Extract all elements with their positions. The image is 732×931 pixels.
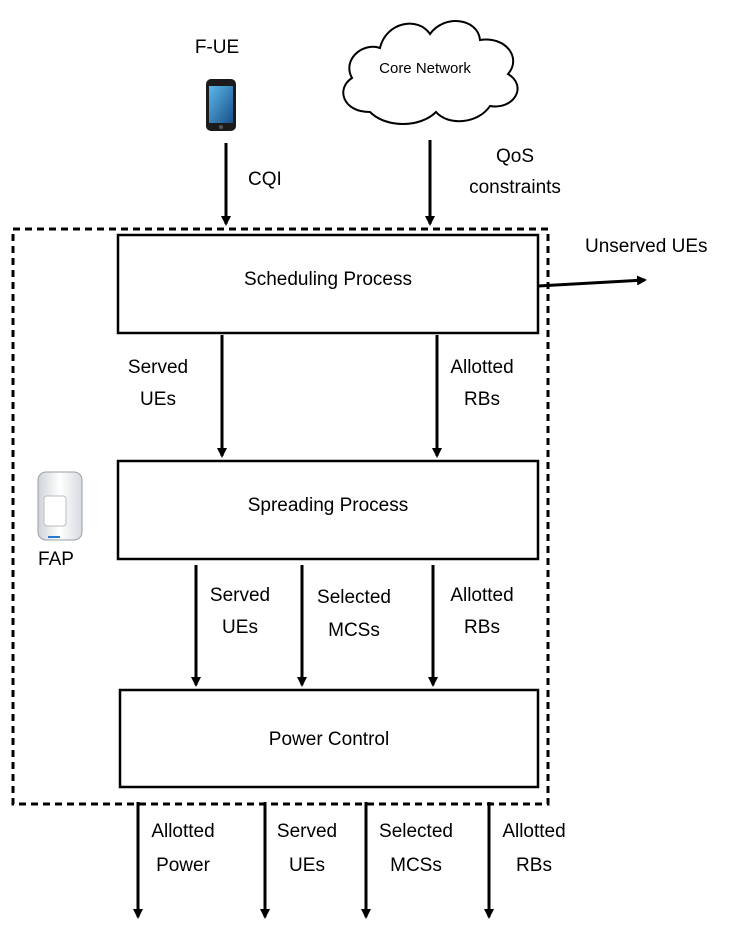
- sched-served-line2: UEs: [140, 389, 176, 410]
- out-power-line1: Allotted: [151, 821, 214, 842]
- out-rbs-line2: RBs: [516, 855, 552, 876]
- scheduling-process-label: Scheduling Process: [244, 269, 412, 290]
- power-control-block: [118, 688, 540, 789]
- fap-boundary: [11, 227, 550, 806]
- cloud-icon: [342, 20, 519, 125]
- out-rbs-line1: Allotted: [502, 821, 565, 842]
- out-ues-line1: Served: [277, 821, 337, 842]
- core-network-label: Core Network: [379, 60, 471, 77]
- spread-allotted-line2: RBs: [464, 617, 500, 638]
- unserved-label: Unserved UEs: [585, 236, 708, 257]
- scheduling-process-block: [116, 233, 540, 335]
- out-power-line2: Power: [156, 855, 211, 876]
- out-ues-line2: UEs: [289, 855, 325, 876]
- power-control-label: Power Control: [269, 729, 389, 750]
- unserved-arrow: [537, 275, 647, 288]
- qos-label-line2: constraints: [469, 177, 561, 198]
- out-mcs-line1: Selected: [379, 821, 453, 842]
- spreading-process-label: Spreading Process: [248, 495, 409, 516]
- qos-label-line1: QoS: [496, 146, 534, 167]
- sched-served-line1: Served: [128, 357, 188, 378]
- spread-mcs-line1: Selected: [317, 587, 391, 608]
- fap-label: FAP: [38, 549, 74, 570]
- phone-icon: [206, 79, 236, 131]
- spread-mcs-line2: MCSs: [328, 620, 380, 641]
- sched-allotted-line1: Allotted: [450, 357, 513, 378]
- ue-label: F-UE: [195, 37, 239, 58]
- out-mcs-line2: MCSs: [390, 855, 442, 876]
- spreading-process-block: [116, 459, 540, 561]
- spread-served-line2: UEs: [222, 617, 258, 638]
- cqi-label: CQI: [248, 169, 282, 190]
- sched-allotted-line2: RBs: [464, 389, 500, 410]
- spread-allotted-line1: Allotted: [450, 585, 513, 606]
- spread-served-line1: Served: [210, 585, 270, 606]
- fap-device-icon: [37, 471, 83, 541]
